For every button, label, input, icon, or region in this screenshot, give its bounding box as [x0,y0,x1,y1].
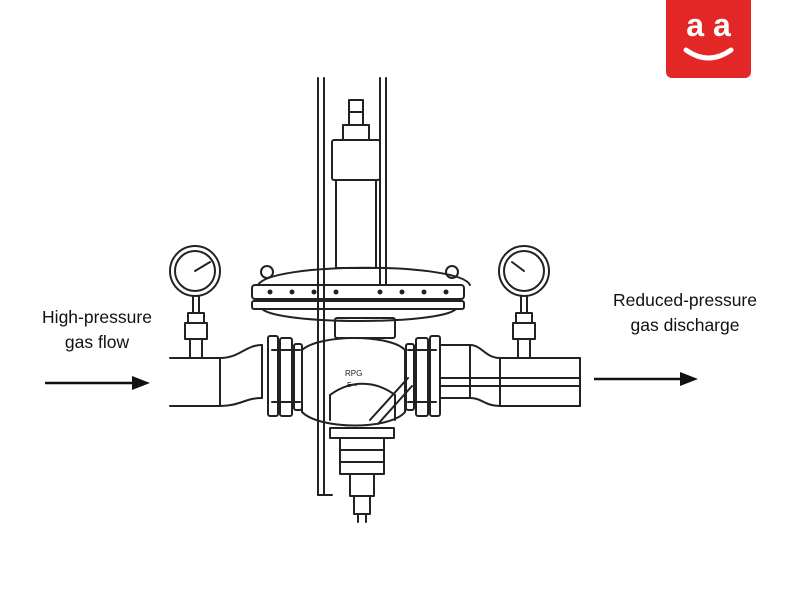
valve-brand-mark: RPG [345,369,362,378]
logo-background [666,0,751,78]
sensing-line [369,377,581,425]
inlet-label-line1: High-pressure [42,307,152,327]
diaphragm-housing [251,265,471,339]
housing-bolts [267,289,449,295]
pilot-assembly [329,427,395,523]
outlet-label: Reduced-pressure gas discharge [590,288,780,338]
outlet-pipe [439,344,581,407]
outlet-flange [405,335,441,417]
support-frame [317,77,387,496]
valve-body [301,337,406,427]
inlet-pressure-gauge [169,245,221,359]
logo-text: a a [686,7,731,43]
inlet-flange [267,335,303,417]
outlet-pressure-gauge [498,245,550,359]
inlet-flow-arrow [45,376,150,390]
inlet-label: High-pressure gas flow [22,305,172,355]
valve-arrow-mark: E⇒ [347,382,358,389]
inlet-pipe [169,344,263,407]
outlet-label-line1: Reduced-pressure [613,290,757,310]
spring-case [331,99,381,269]
brand-logo: a a [666,0,751,78]
inlet-label-line2: gas flow [64,332,130,352]
outlet-label-line2: gas discharge [630,315,740,335]
logo-smile-icon [683,47,734,61]
outlet-flow-arrow [594,372,698,386]
